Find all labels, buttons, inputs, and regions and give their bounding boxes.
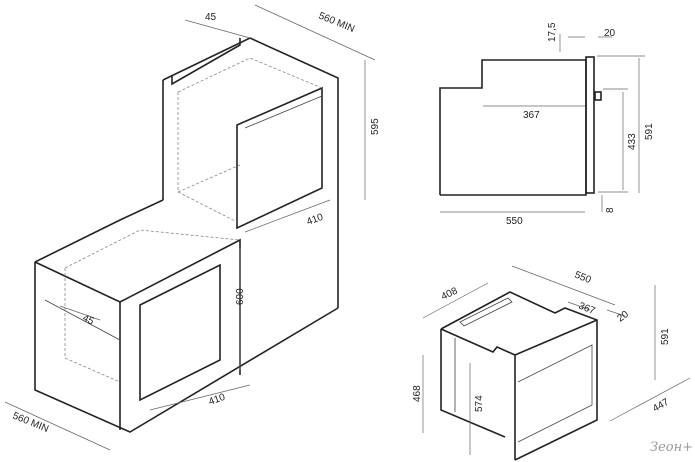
dim-iso-inner-height: 574 <box>474 395 485 412</box>
dim-front-thickness: 20 <box>604 28 616 39</box>
dim-iso-front: 20 <box>615 309 631 325</box>
dim-top-offset: 17,5 <box>547 22 558 42</box>
dim-under-depth: 410 <box>207 392 227 408</box>
dim-upper-depth: 367 <box>523 110 540 121</box>
dim-iso-height: 591 <box>660 328 671 345</box>
dim-depth: 550 <box>506 216 523 227</box>
dim-total-height: 591 <box>644 123 655 140</box>
isometric-view <box>422 265 691 461</box>
dim-iso-depth: 550 <box>573 270 593 287</box>
dim-handle-height: 433 <box>627 133 638 150</box>
dim-under-width: 560 MIN <box>11 411 50 435</box>
dim-iso-body-height: 468 <box>412 385 423 402</box>
side-view <box>439 34 645 213</box>
dim-column-depth-top: 45 <box>205 12 217 23</box>
dim-iso-diagonal: 447 <box>651 397 671 415</box>
dim-bottom-offset: 8 <box>605 207 616 213</box>
dim-under-depth-top: 45 <box>81 313 96 328</box>
dim-under-height: 600 <box>235 288 246 305</box>
installation-diagram <box>4 4 376 451</box>
watermark: Зеон+ <box>650 440 693 455</box>
dim-column-height: 595 <box>370 118 381 135</box>
dim-iso-upper-depth: 367 <box>577 301 597 318</box>
dim-column-depth: 410 <box>305 212 325 228</box>
dim-column-width: 560 MIN <box>317 11 356 35</box>
